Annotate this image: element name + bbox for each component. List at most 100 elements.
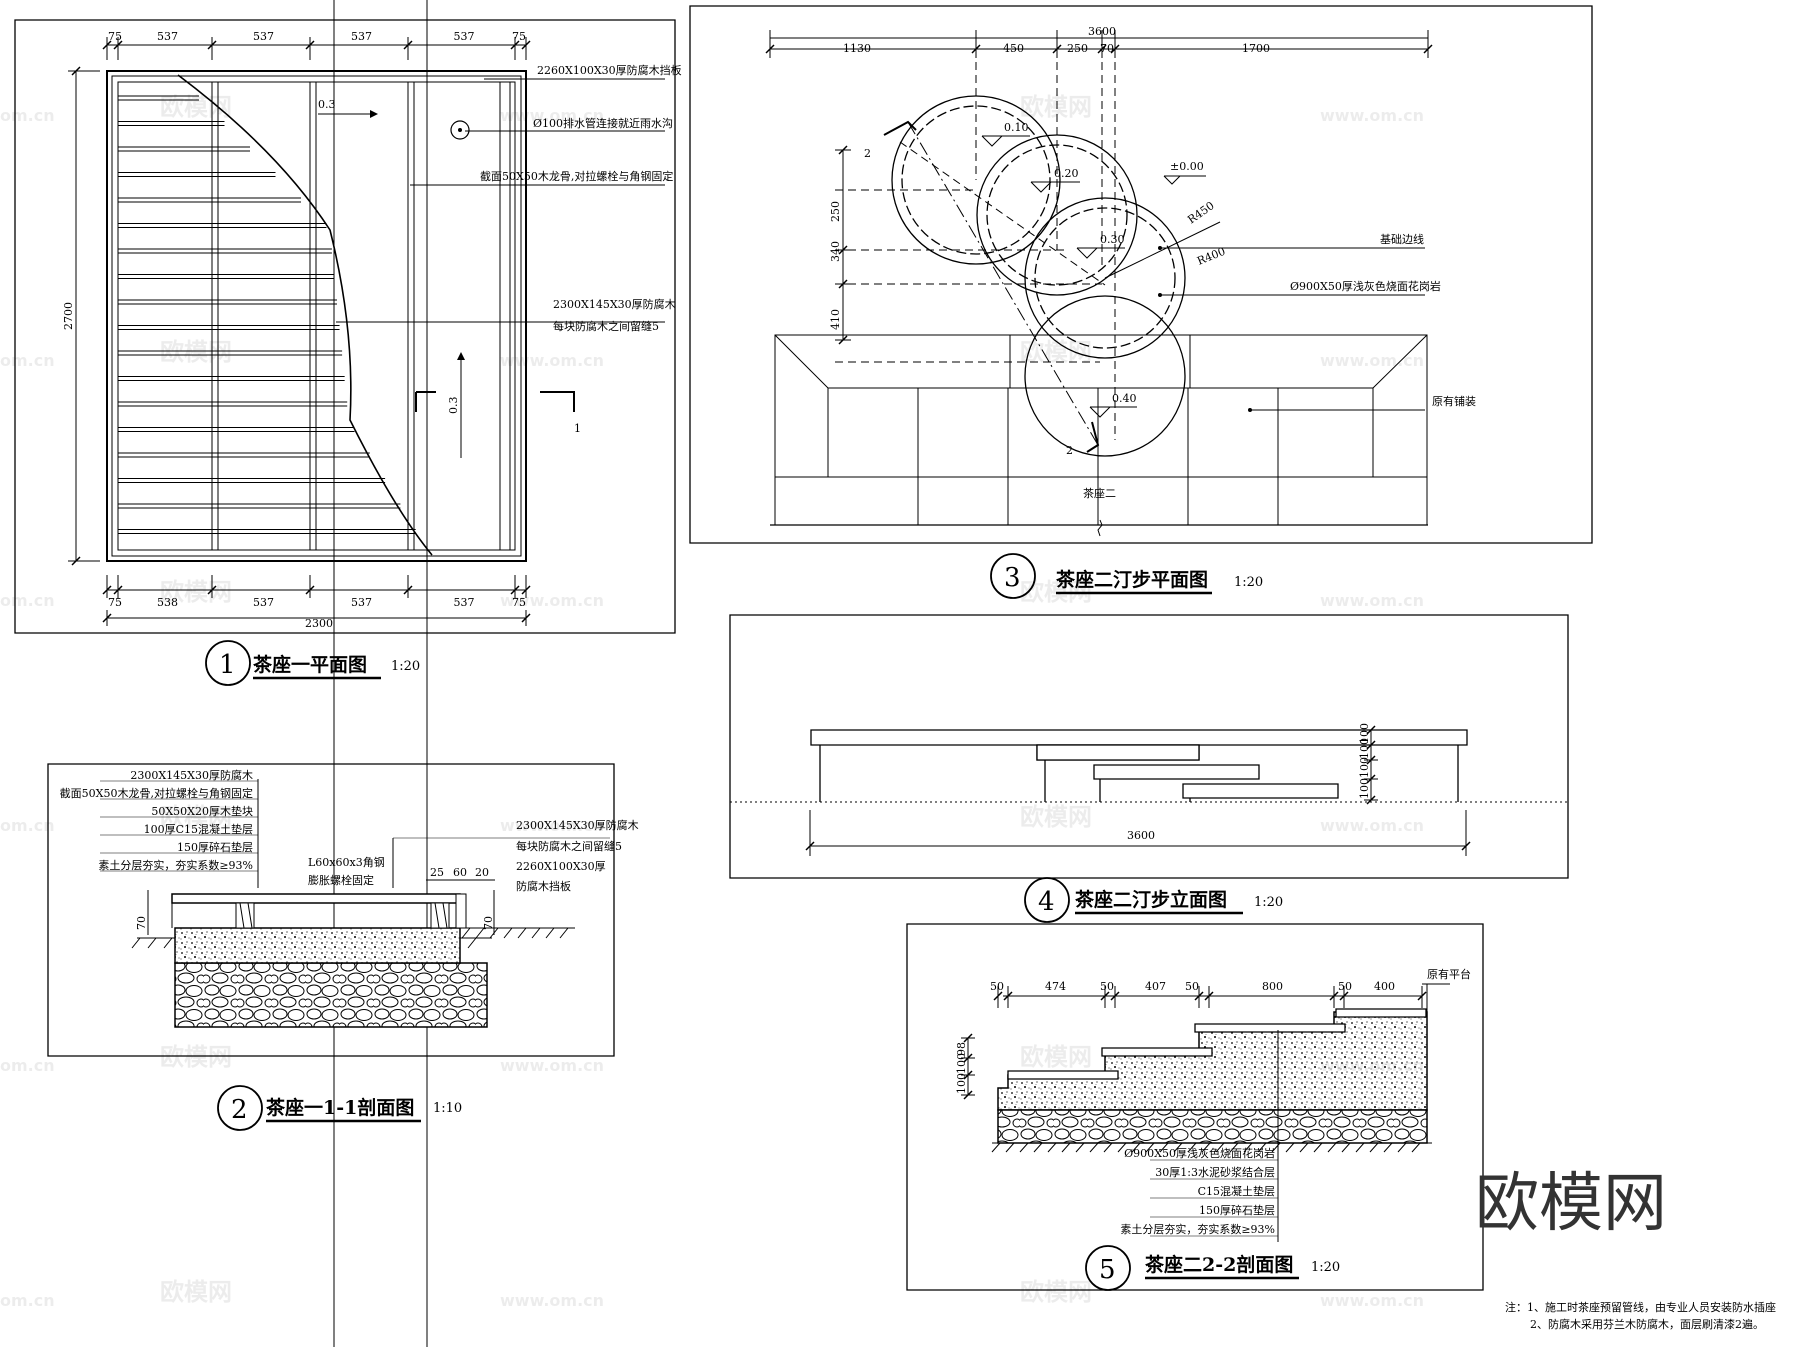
dim-left-1: 100: [955, 1053, 968, 1074]
dim-top-2: 50: [1100, 980, 1114, 993]
note-plank: 2300X145X30厚防腐木: [553, 297, 676, 311]
level-zero: ±0.00: [1170, 160, 1204, 173]
note-right-0: 2300X145X30厚防腐木: [516, 818, 639, 832]
section-mark-2-top: 2: [864, 147, 871, 160]
view-1-frame: [15, 20, 675, 633]
watermark-logo: 欧模网: [160, 803, 232, 831]
watermark-edge: om.cn: [0, 591, 55, 610]
watermark-url: www.om.cn: [500, 351, 604, 370]
note-right-2: 2260X100X30厚: [516, 860, 606, 873]
view-4-frame: [730, 615, 1568, 878]
note-left-2: 50X50X20厚木垫块: [151, 804, 253, 818]
dim-top-4: 50: [1185, 980, 1199, 993]
note-4: 素土分层夯实，夯实系数≥93%: [1120, 1222, 1275, 1236]
total-3600: 3600: [1127, 829, 1155, 842]
dim-left-2: 410: [829, 309, 842, 330]
watermark-logo: 欧模网: [1020, 1278, 1092, 1306]
general-note-1: 注：1、施工时茶座预留管线，由专业人员安装防水插座: [1505, 1300, 1776, 1314]
watermark-logo: 欧模网: [1020, 803, 1092, 831]
view-scale: 1:20: [1254, 895, 1283, 910]
title-view-5: 5 茶座二2-2剖面图 1:20: [1086, 1246, 1340, 1290]
view-title: 茶座二2-2剖面图: [1145, 1253, 1293, 1276]
view-scale: 1:20: [1234, 575, 1263, 590]
title-view-3: 3 茶座二汀步平面图 1:20: [991, 554, 1263, 598]
notes: Ø900X50厚浅灰色烧面花岗岩30厚1:3水泥砂浆结合层C15混凝土垫层150…: [1120, 1146, 1278, 1236]
title-view-2: 2 茶座一1-1剖面图 1:10: [218, 1086, 462, 1130]
dim-bottom-2: 537: [253, 596, 274, 609]
deck-board: [172, 894, 460, 903]
watermark-logo: 欧模网: [160, 338, 232, 366]
watermark-edge: om.cn: [0, 1291, 55, 1310]
view-title: 茶座二汀步立面图: [1075, 888, 1227, 911]
view-scale: 1:20: [391, 659, 420, 674]
dim-bottom-1: 538: [157, 596, 178, 609]
watermark-edge: om.cn: [0, 106, 55, 125]
drain-pipe-circle: [451, 121, 469, 139]
plank-edge-curve: [178, 75, 432, 555]
stepping-stones: [892, 96, 1185, 456]
dim-60: 60: [453, 866, 467, 879]
section-mark-2-bot: 2: [1066, 444, 1073, 457]
view-scale: 1:20: [1311, 1260, 1340, 1275]
watermark-logo: 欧模网: [160, 1278, 232, 1306]
note-foundation-edge: 基础边线: [1380, 232, 1424, 246]
title-view-1: 1 茶座一平面图 1:20: [206, 641, 420, 685]
watermark-url: www.om.cn: [500, 1056, 604, 1075]
dim-left-1: 340: [829, 241, 842, 262]
level-0-40: 0.40: [1112, 392, 1137, 405]
label-existing-platform: 原有平台: [1427, 967, 1471, 981]
note-right-3: 防腐木挡板: [516, 879, 571, 893]
dim-right-3: 100: [1358, 778, 1371, 799]
dim-bottom-4: 537: [454, 596, 475, 609]
watermark-edge: om.cn: [0, 1056, 55, 1075]
watermark-layer: 欧模网 www.om.cn 欧模网 www.om.cn om.cn 欧模网 www.om.c…: [0, 93, 1424, 1310]
watermark-url: www.om.cn: [1320, 591, 1424, 610]
note-left-1: 截面50X50木龙骨,对拉螺栓与角钢固定: [60, 786, 253, 800]
watermark-url: www.om.cn: [1320, 106, 1424, 125]
note-joist: 截面50X50木龙骨,对拉螺栓与角钢固定: [480, 169, 673, 183]
dim-top-7: 400: [1374, 980, 1395, 993]
view-number: 2: [231, 1095, 248, 1125]
watermark-url: www.om.cn: [500, 816, 604, 835]
dim-top-4: 1700: [1242, 42, 1270, 55]
dim-70-right: 70: [482, 916, 495, 930]
view-3-frame: [690, 6, 1592, 543]
watermark-url: www.om.cn: [500, 591, 604, 610]
note-left-5: 素土分层夯实，夯实系数≥93%: [98, 858, 253, 872]
watermark-url: www.om.cn: [1320, 816, 1424, 835]
view-1-plan: 0.3 0.3 1 2260X100X30厚防腐木挡板 Ø100排水管连接就近雨…: [15, 20, 682, 633]
watermark-logo: 欧模网: [1020, 93, 1092, 121]
dim-25: 25: [430, 866, 444, 879]
view-number: 3: [1004, 563, 1021, 593]
deck-planks: [118, 96, 416, 534]
dim-top-1: 537: [157, 30, 178, 43]
plan-height: 2700: [62, 302, 75, 330]
watermark-logo: 欧模网: [160, 1043, 232, 1071]
total-width: 2300: [305, 617, 333, 630]
watermark-url: www.om.cn: [500, 106, 604, 125]
section-mark-1: 1: [574, 422, 581, 435]
dim-top-6: 50: [1338, 980, 1352, 993]
dim-top-5: 800: [1262, 980, 1283, 993]
note-left-4: 150厚碎石垫层: [177, 840, 253, 854]
view-5-frame: [907, 924, 1483, 1290]
note-bolt: 膨胀螺栓固定: [308, 873, 374, 887]
concrete-layer: [175, 928, 460, 963]
dim-top-3: 407: [1145, 980, 1166, 993]
dim-right-0: 100: [1358, 723, 1371, 744]
label-tea-seat-2: 茶座二: [1083, 486, 1116, 500]
title-view-4: 4 茶座二汀步立面图 1:20: [1025, 878, 1283, 922]
level-0-10: 0.10: [1004, 121, 1029, 134]
dim-top-0: 75: [108, 30, 122, 43]
ground-hatch-right: [462, 928, 575, 938]
dim-bottom-0: 75: [108, 596, 122, 609]
note-angle-steel: L60x60x3角钢: [308, 856, 385, 869]
dim-20: 20: [475, 866, 489, 879]
